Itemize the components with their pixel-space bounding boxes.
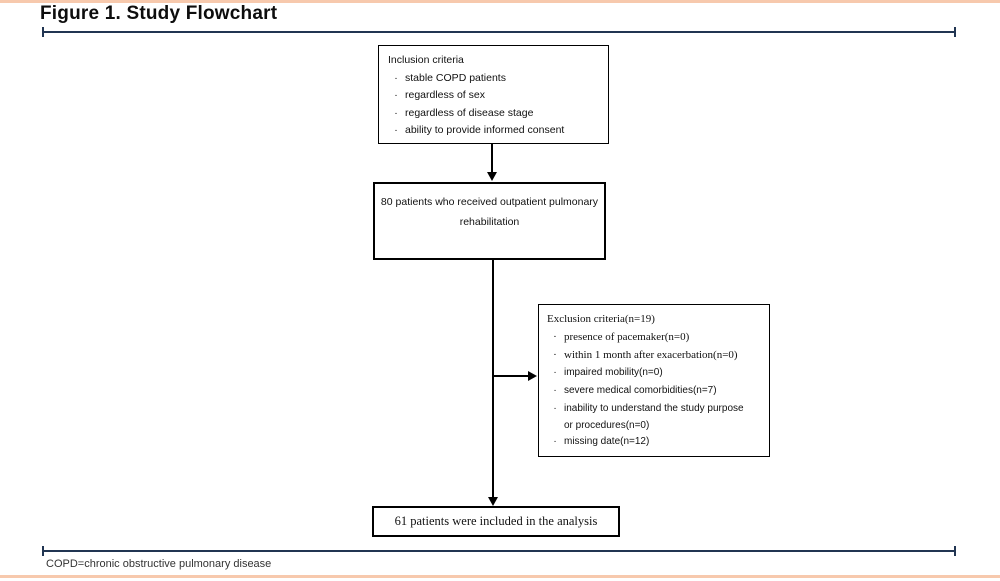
bullet-icon: · <box>394 124 398 136</box>
top-accent-bar <box>0 0 1000 3</box>
bullet-icon: · <box>394 71 398 84</box>
inclusion-item: · regardless of sex <box>388 87 602 105</box>
bottom-accent-bar <box>0 575 1000 578</box>
exclusion-criteria-box: Exclusion criteria(n=19) · presence of p… <box>538 304 770 457</box>
exclusion-item: · impaired mobility(n=0) <box>547 364 764 382</box>
bullet-icon: · <box>553 403 557 414</box>
bullet-icon: · <box>553 436 557 447</box>
enrolled-text-line1: 80 patients who received outpatient pulm… <box>380 196 599 208</box>
connector-branch-to-exclusion <box>493 375 528 377</box>
exclusion-item: · missing date(n=12) <box>547 433 764 451</box>
arrowhead-down-icon <box>488 497 498 506</box>
exclusion-item: · within 1 month after exacerbation(n=0) <box>547 346 764 364</box>
exclusion-item-continuation: or procedures(n=0) <box>547 418 764 433</box>
analyzed-text: 61 patients were included in the analysi… <box>394 514 598 528</box>
top-rule <box>42 27 956 37</box>
inclusion-item-text: stable COPD patients <box>405 71 506 84</box>
exclusion-item-text: or procedures(n=0) <box>564 420 650 431</box>
exclusion-item-text: presence of pacemaker(n=0) <box>564 331 690 343</box>
analyzed-patients-box: 61 patients were included in the analysi… <box>372 506 620 537</box>
inclusion-heading: Inclusion criteria <box>388 54 464 66</box>
bullet-icon: · <box>553 385 557 396</box>
inclusion-criteria-box: Inclusion criteria · stable COPD patient… <box>378 45 609 144</box>
inclusion-item-text: regardless of disease stage <box>405 106 534 119</box>
enrolled-text-line2: rehabilitation <box>459 216 520 228</box>
bullet-icon: · <box>394 89 398 101</box>
bullet-icon: · <box>394 106 398 119</box>
bottom-rule <box>42 546 956 556</box>
inclusion-item: · regardless of disease stage <box>388 105 602 123</box>
exclusion-item: · severe medical comorbidities(n=7) <box>547 382 764 400</box>
inclusion-item-text: regardless of sex <box>405 89 485 101</box>
connector-inclusion-to-enrolled <box>491 144 493 172</box>
arrowhead-down-icon <box>487 172 497 181</box>
bullet-icon: · <box>553 349 557 361</box>
exclusion-item: · presence of pacemaker(n=0) <box>547 328 764 346</box>
exclusion-item-text: inability to understand the study purpos… <box>564 403 744 414</box>
bullet-icon: · <box>553 367 557 378</box>
connector-enrolled-to-analyzed <box>492 260 494 498</box>
exclusion-item-text: missing date(n=12) <box>564 436 650 447</box>
exclusion-item-text: within 1 month after exacerbation(n=0) <box>564 349 738 361</box>
bullet-icon: · <box>553 331 557 343</box>
exclusion-item-text: impaired mobility(n=0) <box>564 367 663 378</box>
inclusion-item: · ability to provide informed consent <box>388 122 602 140</box>
exclusion-heading: Exclusion criteria(n=19) <box>547 313 655 325</box>
enrolled-patients-box: 80 patients who received outpatient pulm… <box>373 182 606 260</box>
exclusion-item: · inability to understand the study purp… <box>547 400 764 418</box>
figure-title: Figure 1. Study Flowchart <box>40 3 278 24</box>
arrowhead-right-icon <box>528 371 537 381</box>
inclusion-item: · stable COPD patients <box>388 70 602 88</box>
inclusion-item-text: ability to provide informed consent <box>405 124 565 136</box>
exclusion-item-text: severe medical comorbidities(n=7) <box>564 385 717 396</box>
abbreviation-footnote: COPD=chronic obstructive pulmonary disea… <box>46 558 272 570</box>
